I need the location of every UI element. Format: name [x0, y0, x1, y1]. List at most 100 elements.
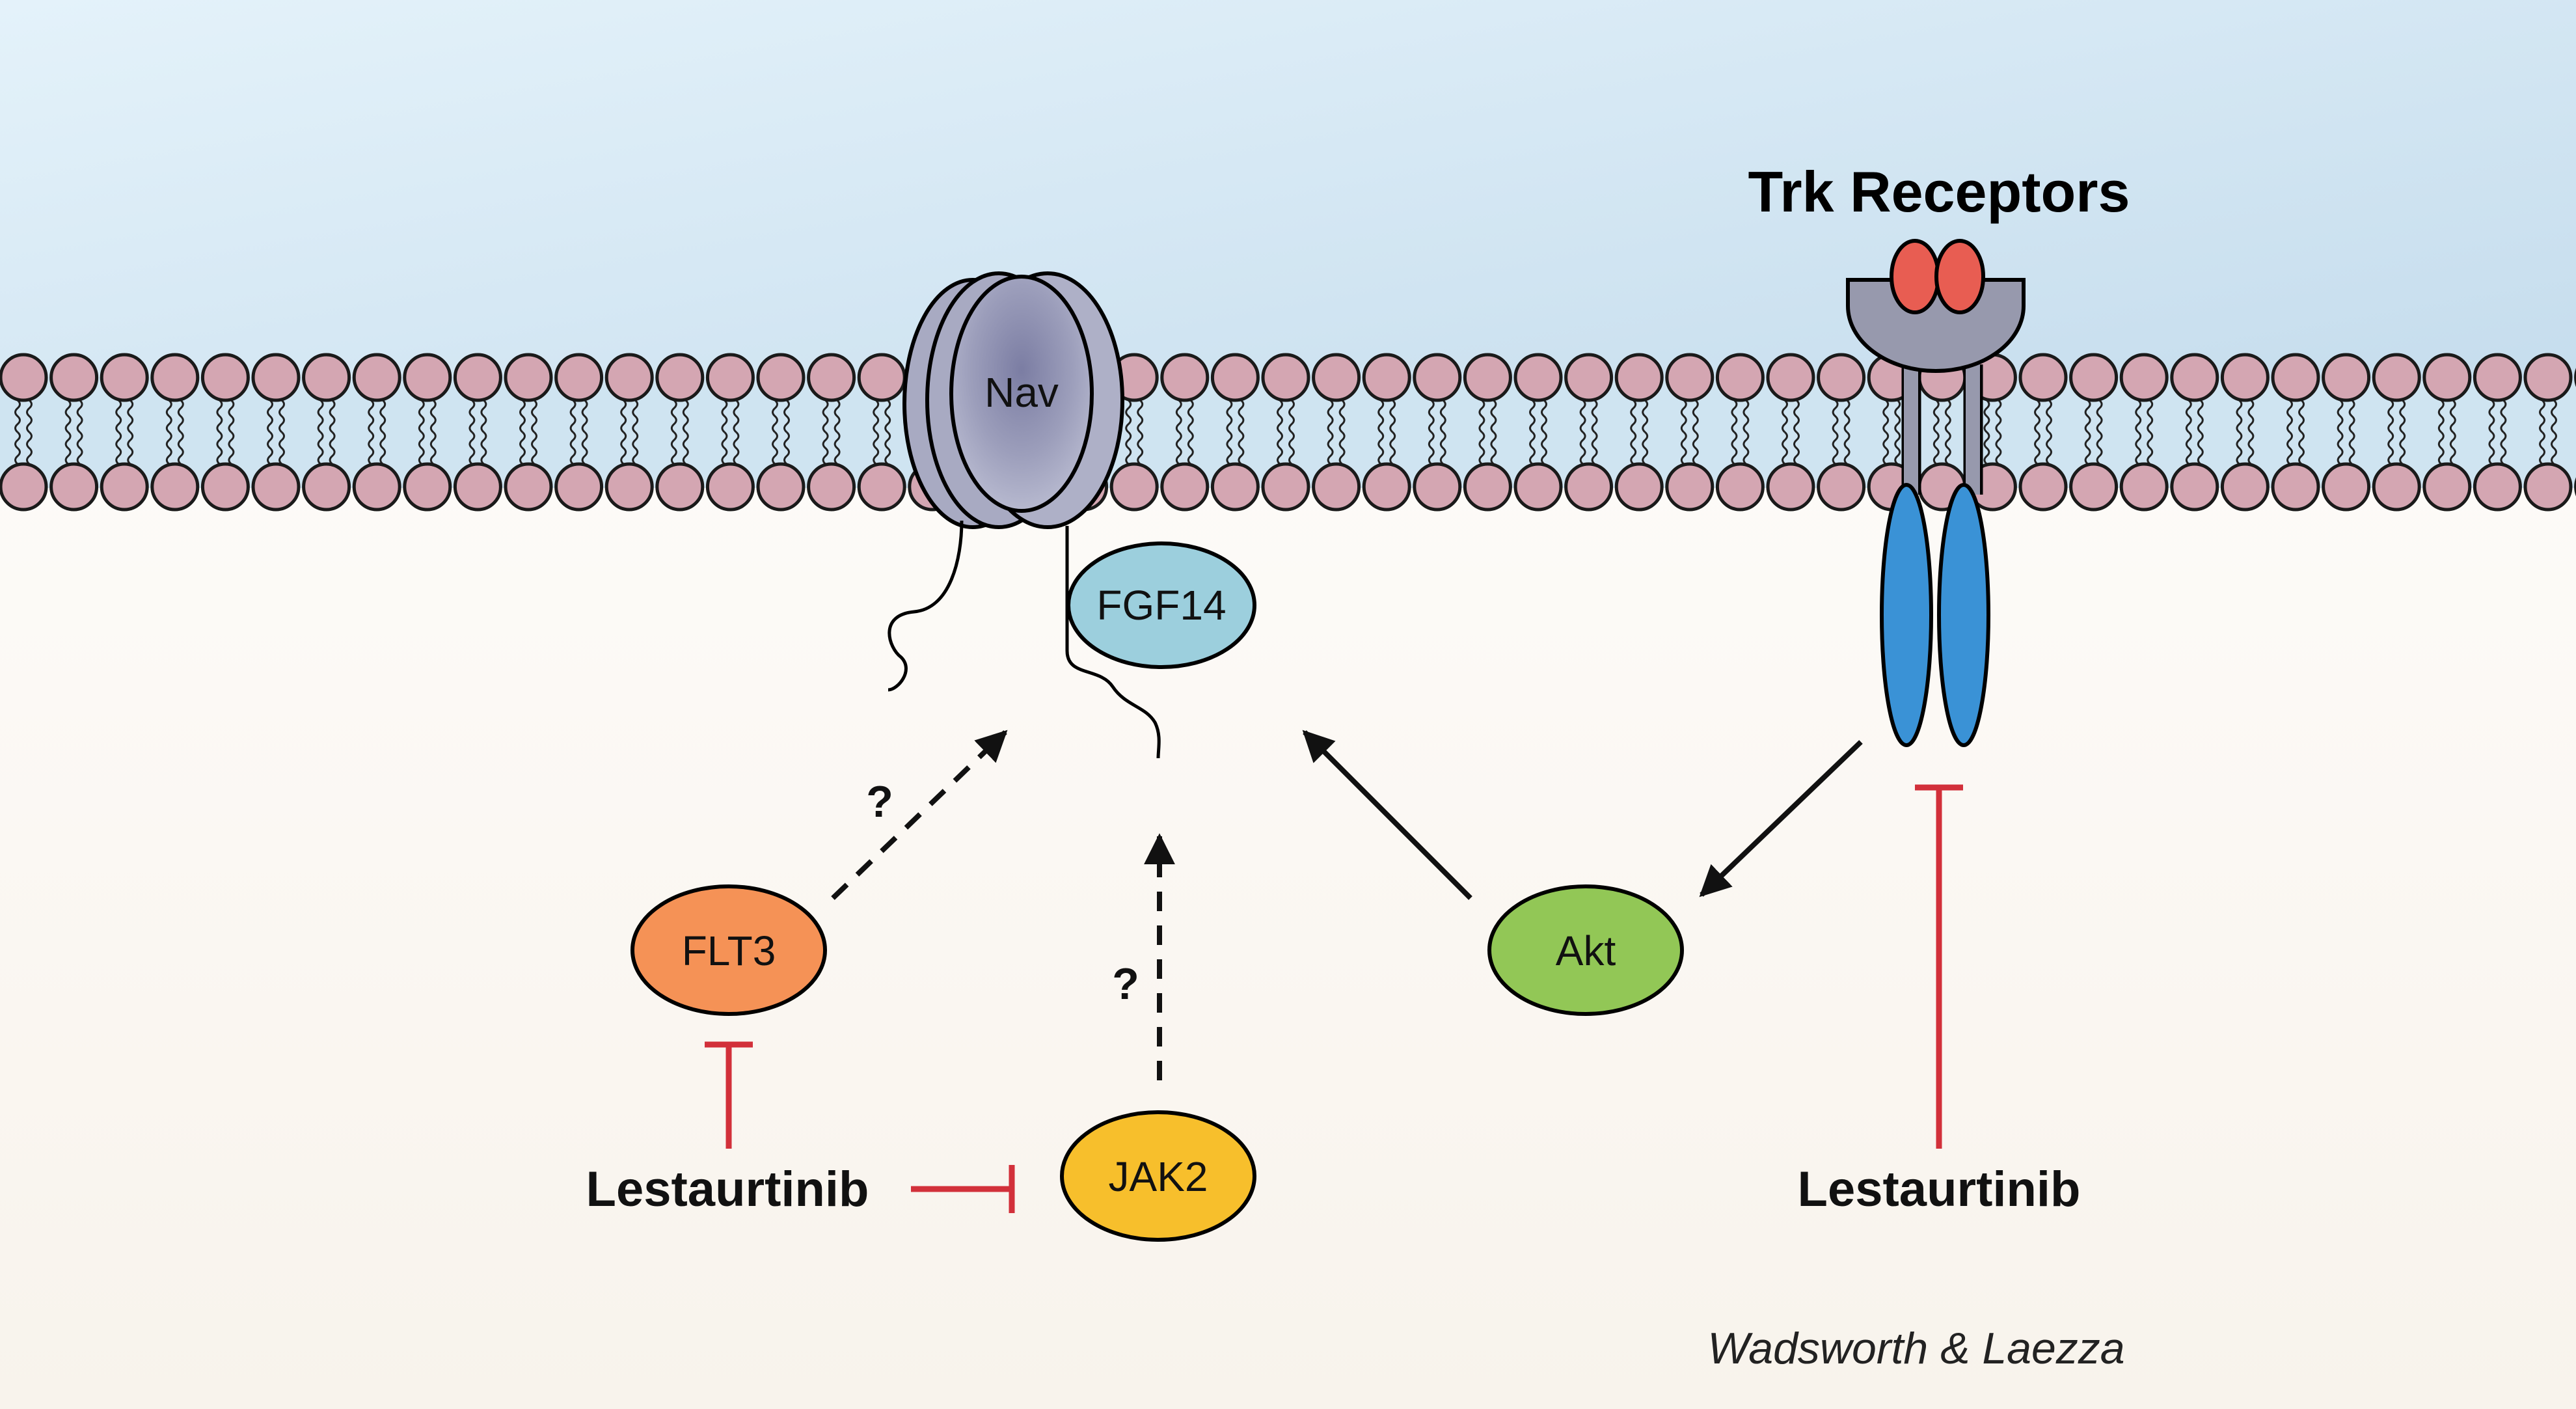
lipid-tail: [267, 431, 273, 465]
lipid-tail: [1894, 399, 1901, 433]
lipid-tail: [581, 431, 588, 465]
lipid-tail: [1843, 431, 1851, 465]
lipid-tail: [2500, 399, 2507, 433]
akt-node: [1487, 884, 1684, 1016]
lipid-head: [1210, 353, 1260, 402]
lipid-tail: [1591, 399, 1598, 433]
lipid-head: [1513, 462, 1563, 512]
lestaurtinib-label-left: Lestaurtinib: [586, 1162, 869, 1217]
lipid-tail: [721, 399, 728, 433]
lipid-tail: [2399, 399, 2406, 433]
flt3-to-fgf14-dashed-arrow: [831, 730, 1008, 900]
lipid-tail: [834, 431, 841, 465]
lipid-head: [604, 353, 654, 402]
trk-stem-right-fill: [1966, 364, 1980, 495]
lipid-head: [150, 353, 200, 402]
lipid-head: [1564, 353, 1614, 402]
lipid-tail: [519, 399, 526, 433]
lipid-head: [1261, 462, 1310, 512]
lipid-tail: [884, 431, 891, 465]
lipid-head: [2523, 462, 2573, 512]
lipid-head: [1513, 353, 1563, 402]
lipid-head: [2322, 353, 2371, 402]
lipid-tail: [1630, 431, 1637, 465]
lipid-tail: [216, 431, 223, 465]
lipid-head: [1665, 353, 1715, 402]
lipid-tail: [2337, 399, 2344, 433]
lipid-tail: [1692, 431, 1699, 465]
lipid-tail: [620, 431, 627, 465]
lipid-head: [1665, 462, 1715, 512]
lipid-tail: [379, 399, 386, 433]
lipid-tail: [418, 431, 425, 465]
lipid-tail: [1742, 431, 1750, 465]
lipid-tail: [2488, 431, 2495, 465]
lipid-tail: [317, 431, 324, 465]
trk-stem-left-fill: [1904, 364, 1918, 495]
lipid-head: [2372, 462, 2421, 512]
jak2-uncertain-mark: ?: [1112, 959, 1139, 1009]
lipid-head: [2119, 353, 2169, 402]
lipid-tail: [1680, 399, 1687, 433]
lipid-tail: [1187, 399, 1194, 433]
lipid-tail: [1782, 431, 1788, 465]
lipid-tail: [165, 399, 172, 433]
lipid-tail: [418, 399, 425, 433]
lipid-tail: [468, 431, 476, 465]
lipid-tail: [2387, 399, 2394, 433]
lipid-head: [200, 353, 250, 402]
lipid-tail: [1642, 431, 1649, 465]
lipid-tail: [2197, 431, 2204, 465]
akt-label: Akt: [1556, 927, 1616, 974]
lipid-tail: [670, 399, 677, 433]
lipid-head: [1261, 353, 1310, 402]
lipid-tail: [2298, 399, 2305, 433]
lipid-tail: [1125, 431, 1132, 465]
lipid-head: [302, 462, 351, 512]
lipid-tail: [1731, 399, 1738, 433]
lipid-tail: [721, 431, 728, 465]
lipid-tail: [1175, 431, 1182, 465]
lipid-head: [2422, 353, 2472, 402]
lipid-tail: [632, 399, 639, 433]
lipid-head: [251, 353, 301, 402]
lipid-tail: [368, 399, 375, 433]
lipid-tail: [2551, 399, 2557, 433]
lipid-head: [1463, 353, 1512, 402]
trk-kinase-domain-left: [1880, 483, 1933, 747]
lipid-tail: [1490, 399, 1497, 433]
lipid-tail: [64, 431, 72, 465]
lipid-tail: [1478, 431, 1485, 465]
lipid-heads: [0, 353, 2576, 512]
lipid-head: [1312, 353, 1361, 402]
lipid-head: [504, 353, 553, 402]
lipid-tail: [2337, 431, 2344, 465]
lipid-head: [2220, 353, 2270, 402]
lipid-tail: [581, 399, 588, 433]
lipid-tail: [1579, 399, 1586, 433]
lestaurtinib-inhibits-trk: [1915, 784, 1963, 1149]
lipid-head: [1109, 462, 1159, 512]
lipid-tail: [531, 431, 537, 465]
lestaurtinib-inhibits-flt3: [705, 1041, 753, 1149]
lipid-head: [352, 353, 401, 402]
lipid-tail: [1995, 431, 2002, 465]
lipid-tail: [1529, 399, 1536, 433]
lipid-tail: [26, 431, 33, 465]
lipid-tail: [1793, 399, 1800, 433]
lipid-tail: [1742, 399, 1750, 433]
trk-kinase-domain-right: [1937, 483, 1990, 747]
lipid-tail: [1288, 399, 1295, 433]
lipid-tail: [1389, 431, 1396, 465]
lipid-tail: [783, 431, 790, 465]
lipid-tail: [682, 399, 689, 433]
lipid-tail: [2034, 431, 2040, 465]
lipid-tail: [1338, 399, 1346, 433]
lipid-tail: [1478, 399, 1485, 433]
lipid-tail: [278, 399, 285, 433]
lipid-tail: [2236, 399, 2243, 433]
lipid-head: [0, 462, 48, 512]
lipid-head: [0, 353, 48, 402]
lipid-tail: [682, 431, 689, 465]
lipid-tail: [177, 431, 184, 465]
